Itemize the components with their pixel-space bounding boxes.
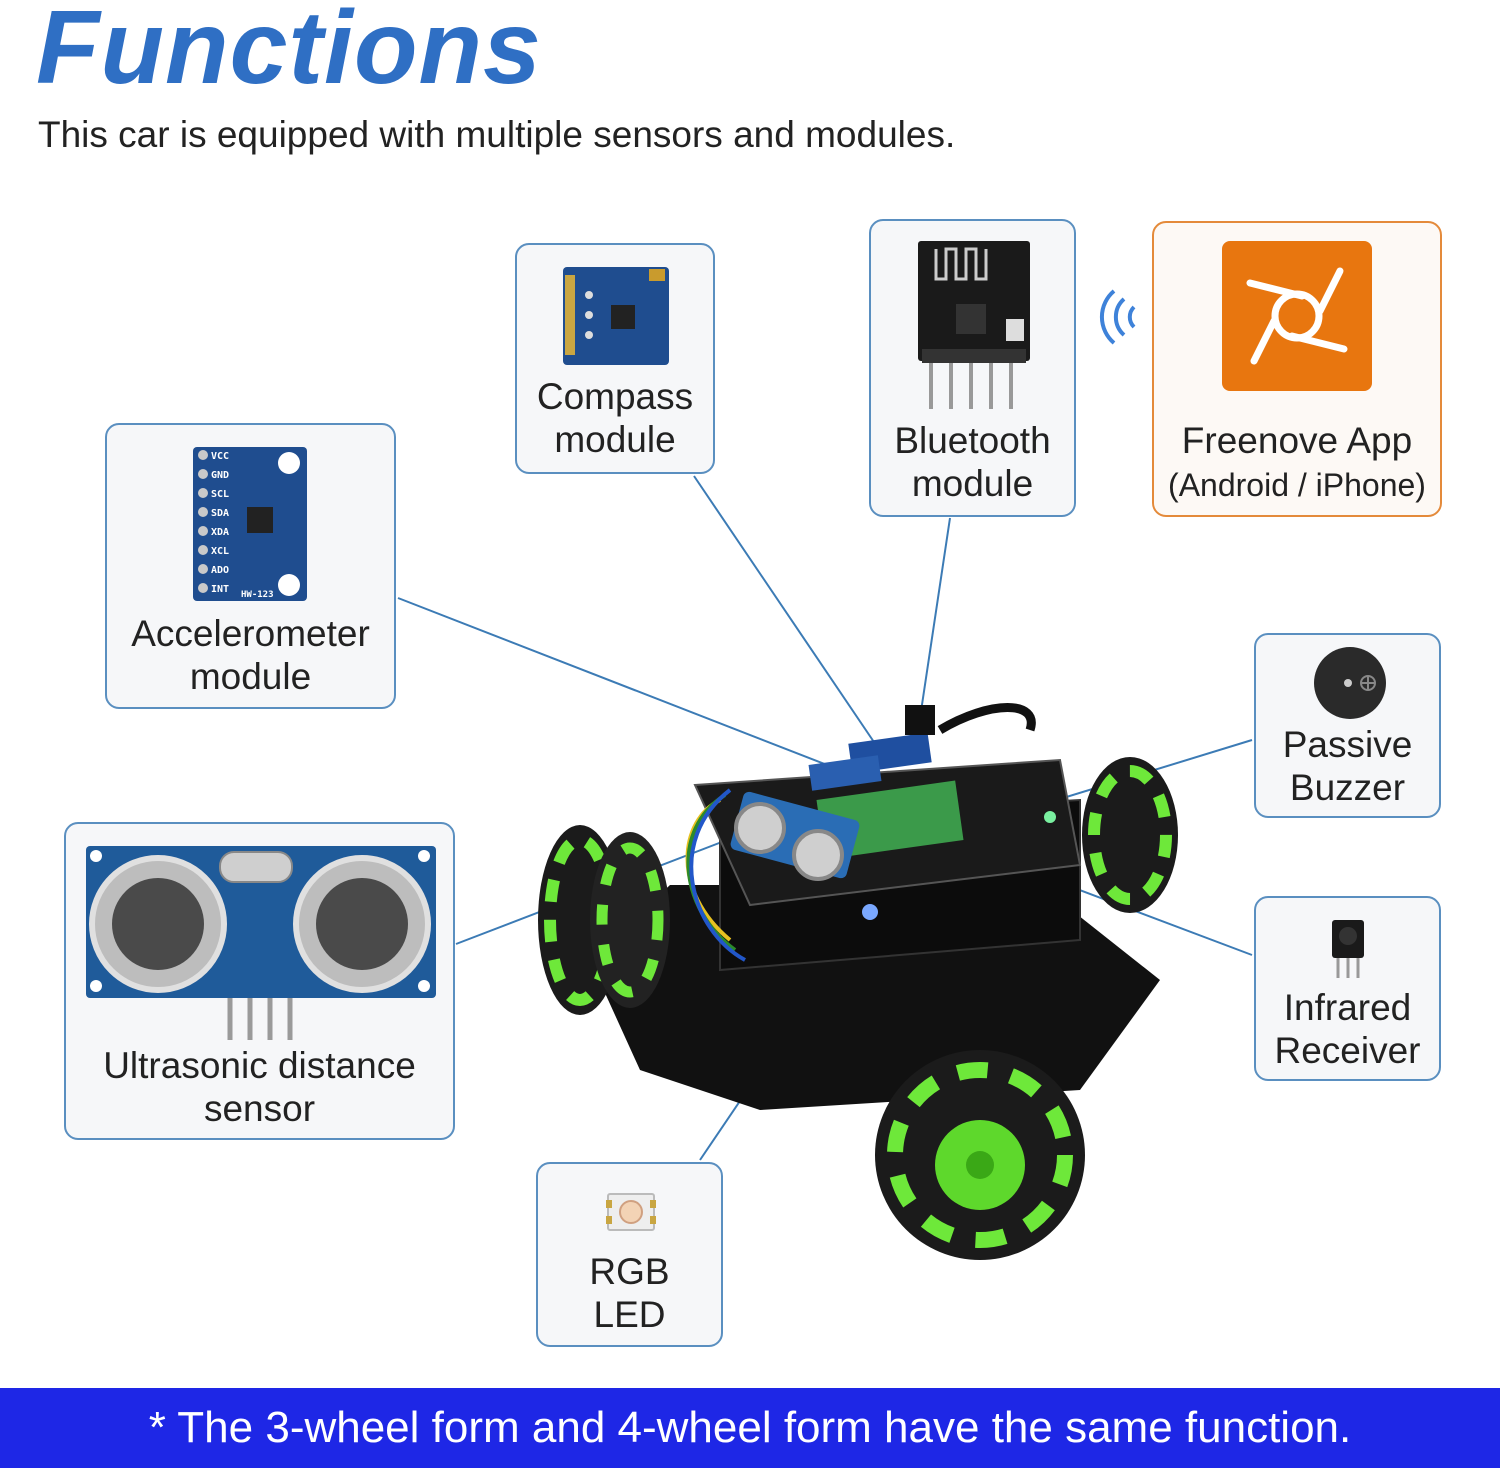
accelerometer-label-line2: module (189, 656, 312, 697)
accel-pin-label: GND (211, 470, 229, 481)
accelerometer-label-line1: Accelerometer (131, 613, 370, 654)
accel-pin-label: VCC (211, 451, 229, 462)
rgb-led-callout: RGB LED (536, 1162, 723, 1347)
app-label-line1: Freenove App (1181, 420, 1413, 461)
connector-bluetooth (919, 517, 951, 719)
accel-pin-label: SCL (211, 489, 229, 500)
accel-pin-label: INT (211, 584, 229, 595)
rgb-led-icon (606, 1193, 656, 1231)
rgb-label-line2: LED (593, 1294, 666, 1335)
accelerometer-module-icon: VCC GND SCL SDA XDA XCL ADO INT HW-123 (193, 447, 307, 601)
accel-pin-label: ADO (211, 565, 229, 576)
accel-pin-label: SDA (211, 508, 229, 519)
bluetooth-module-icon (918, 241, 1030, 409)
compass-label-line1: Compass (536, 376, 694, 417)
ultrasonic-label-line1: Ultrasonic distance (103, 1045, 416, 1086)
bluetooth-module-callout: Bluetooth module (869, 219, 1076, 517)
robot-car-image (538, 703, 1178, 1260)
footer-note-text: * The 3-wheel form and 4-wheel form have… (148, 1403, 1352, 1452)
infrared-label-line2: Receiver (1274, 1030, 1421, 1071)
accel-model-label: HW-123 (241, 590, 274, 600)
buzzer-label-line2: Buzzer (1289, 767, 1406, 808)
footer-note-banner: * The 3-wheel form and 4-wheel form have… (0, 1388, 1500, 1468)
buzzer-label-line1: Passive (1282, 724, 1413, 765)
ultrasonic-sensor-icon (86, 846, 436, 1040)
wireless-signal-icon (1099, 289, 1136, 345)
infrared-receiver-callout: Infrared Receiver (1254, 896, 1441, 1081)
connector-compass (693, 475, 879, 749)
page-title: Functions (36, 0, 542, 106)
buzzer-icon (1314, 647, 1386, 719)
freenove-app-icon (1222, 241, 1372, 391)
rgb-label-line1: RGB (589, 1251, 670, 1292)
accel-pin-label: XDA (211, 527, 229, 538)
passive-buzzer-callout: Passive Buzzer (1254, 633, 1441, 818)
compass-module-callout: Compass module (515, 243, 715, 474)
connector-accelerometer (397, 597, 841, 771)
accel-pin-label: XCL (211, 546, 229, 557)
infrared-label-line1: Infrared (1283, 987, 1412, 1028)
accelerometer-module-callout: VCC GND SCL SDA XDA XCL ADO INT HW-123 A… (105, 423, 396, 709)
infrared-receiver-icon (1332, 920, 1364, 978)
bluetooth-label-line1: Bluetooth (894, 420, 1051, 461)
page-subtitle: This car is equipped with multiple senso… (38, 114, 956, 155)
compass-module-icon (563, 267, 669, 365)
bluetooth-label-line2: module (911, 463, 1034, 504)
freenove-app-callout: Freenove App (Android / iPhone) (1152, 221, 1442, 517)
compass-label-line2: module (554, 419, 676, 460)
ultrasonic-sensor-callout: Ultrasonic distance sensor (64, 822, 455, 1140)
ultrasonic-label-line2: sensor (203, 1088, 316, 1129)
app-label-line2: (Android / iPhone) (1168, 467, 1426, 503)
